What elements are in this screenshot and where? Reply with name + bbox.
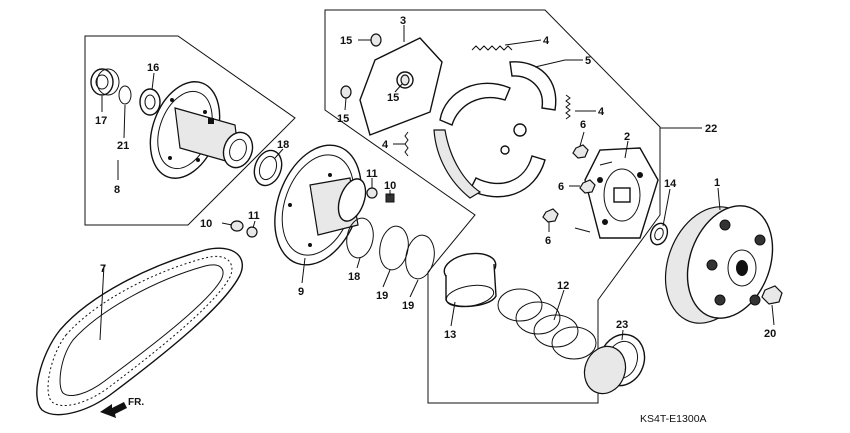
- clutch-shoe-set: [433, 61, 557, 199]
- callout-20: 20: [764, 328, 776, 340]
- washer-15-left: [340, 85, 352, 99]
- callout-21: 21: [117, 140, 129, 152]
- callout-11-left: 11: [248, 210, 260, 222]
- callout-10-left: 10: [200, 218, 212, 230]
- callout-10-right: 10: [384, 180, 396, 192]
- collar-13: [443, 252, 497, 308]
- washer-14: [649, 222, 669, 246]
- callout-17: 17: [95, 115, 107, 127]
- callout-2: 2: [624, 131, 630, 143]
- oil-seal-18: [253, 149, 283, 187]
- driven-spring-12: [497, 288, 597, 360]
- diagram-code: KS4T-E1300A: [640, 413, 707, 425]
- callout-12: 12: [557, 280, 569, 292]
- callout-8: 8: [114, 184, 120, 196]
- callout-9: 9: [298, 286, 304, 298]
- frame-driven-pulley: [84, 35, 296, 226]
- front-arrow-icon: [100, 402, 127, 418]
- callout-3: 3: [400, 15, 406, 27]
- nut-6-a: [572, 144, 589, 159]
- seal-collar-23: [583, 333, 646, 395]
- callout-4-left: 4: [382, 139, 389, 151]
- callout-6-a: 6: [580, 119, 586, 131]
- o-ring-18: [346, 217, 374, 259]
- callout-15-mid: 15: [387, 92, 399, 104]
- callout-4-right: 4: [598, 106, 605, 118]
- callout-15-left: 15: [337, 113, 349, 125]
- callout-23: 23: [616, 319, 628, 331]
- callout-1: 1: [714, 177, 720, 189]
- callout-14: 14: [664, 178, 677, 190]
- washer-15-mid: [400, 74, 410, 86]
- callout-18-bottom: 18: [348, 271, 360, 283]
- clutch-spring-4-left: [404, 131, 409, 157]
- o-ring-19-b: [405, 234, 435, 280]
- clutch-drive-plate: [574, 147, 659, 239]
- callout-19-b: 19: [402, 300, 414, 312]
- callout-4-top: 4: [543, 35, 550, 47]
- front-arrow-label: FR.: [128, 397, 144, 408]
- callout-19-a: 19: [376, 290, 388, 302]
- callout-18-top: 18: [277, 139, 289, 151]
- clutch-spring-4-top: [471, 45, 513, 51]
- callout-13: 13: [444, 329, 456, 341]
- callout-15-top: 15: [340, 35, 352, 47]
- guide-roller-11-left: [246, 226, 258, 238]
- callout-16: 16: [147, 62, 159, 74]
- nut-6-b: [579, 179, 596, 194]
- o-ring-19-a: [379, 225, 409, 271]
- callout-22: 22: [705, 123, 717, 135]
- needle-bearing-17: [90, 68, 120, 96]
- drive-belt: [36, 247, 243, 416]
- movable-driven-face: [274, 144, 367, 266]
- nut-6-c: [542, 208, 559, 223]
- clutch-spring-4-right: [565, 94, 571, 120]
- callout-6-c: 6: [545, 235, 551, 247]
- callout-11-right: 11: [366, 168, 378, 180]
- leader-lines: [99, 25, 775, 341]
- callout-5: 5: [585, 55, 591, 67]
- circlip-21: [118, 85, 132, 105]
- bearing-16: [139, 88, 161, 116]
- clutch-outer: [664, 205, 774, 324]
- guide-roller-11-right: [366, 187, 378, 199]
- washer-15-top: [370, 33, 382, 47]
- drive-plate: [359, 37, 443, 136]
- driven-face-assembly: [149, 81, 254, 179]
- guide-pin-10-left: [230, 220, 244, 232]
- callouts: 1 2 3 4 4 4 5 6 6 6 7 8 9 10 10 11 11 12…: [95, 15, 776, 341]
- callout-7: 7: [100, 263, 106, 275]
- frame-clutch-assembly: [324, 9, 661, 404]
- callout-6-b: 6: [558, 181, 564, 193]
- nut-20: [761, 285, 783, 305]
